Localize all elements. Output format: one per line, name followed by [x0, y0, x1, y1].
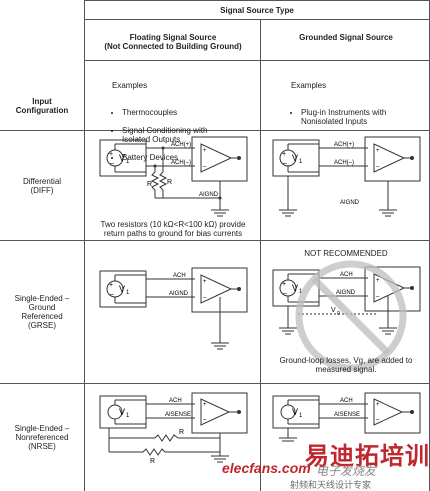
ach-minus-label: ACH(–)	[171, 160, 191, 166]
row-label-grse: Single-Ended – Ground Referenced (GRSE)	[14, 294, 70, 330]
opamp-plus: +	[203, 148, 207, 154]
watermark-site: elecfans.com	[222, 460, 311, 476]
v1-subscript: 1	[126, 413, 130, 419]
ach-plus-label: ACH(+)	[171, 142, 191, 148]
floating-example-item: Thermocouples	[122, 108, 207, 117]
watermark-cn-brand: 电子发烧友	[316, 464, 377, 478]
v1-label: V	[119, 407, 125, 417]
ground-loop-note: Ground-loop losses, Vg, are added to mea…	[279, 356, 413, 374]
opamp-minus: –	[376, 294, 380, 300]
resistor-label: R	[167, 179, 172, 186]
opamp-plus: +	[203, 402, 207, 408]
opamp-plus: +	[203, 279, 207, 285]
ach-label: ACH	[169, 398, 182, 404]
grounded-examples-list: Plug-in Instruments with Nonisolated Inp…	[291, 99, 386, 135]
v1-label: V	[292, 283, 298, 293]
vg-subscript: g	[337, 310, 340, 316]
opamp-minus: –	[203, 295, 207, 301]
v1-label: V	[119, 153, 125, 163]
grounded-example-item: Plug-in Instruments with Nonisolated Inp…	[301, 108, 386, 126]
opamp-plus: +	[376, 148, 380, 154]
v1-subscript: 1	[126, 290, 130, 296]
aisense-label: AISENSE	[165, 412, 191, 418]
row-label-diff: Differential (DIFF)	[22, 177, 62, 195]
grse-floating-schematic: V 1 + – ACH AIGND + –	[99, 267, 248, 350]
ach-label: ACH	[173, 273, 186, 279]
plus-sign: +	[282, 151, 286, 158]
signal-source-type-header: Signal Source Type	[220, 6, 294, 15]
v1-subscript: 1	[299, 413, 303, 419]
opamp-minus: –	[203, 164, 207, 170]
ach-minus-label: ACH(–)	[334, 160, 354, 166]
aignd-label: AIGND	[336, 290, 356, 296]
not-recommended-label: NOT RECOMMENDED	[304, 249, 388, 258]
diff-grounded-schematic: V 1 + – ACH(+) ACH(–) + – AIGND	[272, 136, 421, 217]
nrse-floating-schematic: V 1 ACH AISENSE + – R R	[99, 392, 248, 465]
resistor-label: R	[147, 181, 152, 188]
opamp-minus: –	[203, 417, 207, 423]
v1-subscript: 1	[299, 159, 303, 165]
v1-label: V	[292, 407, 298, 417]
opamp-plus: +	[376, 402, 380, 408]
diff-bias-resistor-note: Two resistors (10 kΩ<R<100 kΩ) provide r…	[100, 220, 246, 238]
plus-sign: +	[109, 151, 113, 158]
aignd-label: AIGND	[169, 291, 189, 297]
opamp-minus: –	[376, 417, 380, 423]
v1-label: V	[119, 284, 125, 294]
floating-example-item: Battery Devices	[122, 153, 207, 162]
grounded-examples-heading: Examples	[291, 81, 327, 90]
v1-subscript: 1	[126, 159, 130, 165]
aignd-label: AIGND	[199, 192, 219, 198]
resistor-label: R	[150, 458, 155, 465]
plus-sign: +	[282, 281, 286, 288]
minus-sign: –	[110, 160, 114, 167]
nrse-grounded-schematic: V 1 ACH AISENSE + –	[272, 392, 421, 442]
ach-label: ACH	[340, 272, 353, 278]
diff-floating-schematic: V 1 + – ACH(+) ACH(–) + – R R AIGND	[99, 136, 248, 217]
prohibited-icon	[295, 260, 407, 372]
plus-sign: +	[109, 282, 113, 289]
grounded-examples: Examples Plug-in Instruments with Noniso…	[291, 72, 386, 144]
opamp-plus: +	[376, 278, 380, 284]
v1-label: V	[292, 153, 298, 163]
resistor-label: R	[179, 429, 184, 436]
minus-sign: –	[110, 291, 114, 298]
watermark-cn-big: 易迪拓培训	[305, 442, 430, 470]
aisense-label: AISENSE	[334, 412, 360, 418]
minus-sign: –	[283, 290, 287, 297]
ach-plus-label: ACH(+)	[334, 142, 354, 148]
opamp-minus: –	[376, 164, 380, 170]
watermark-cn-motto: 射频和天线设计专家	[290, 481, 372, 491]
floating-examples-heading: Examples	[112, 81, 148, 90]
minus-sign: –	[283, 160, 287, 167]
aignd-label: AIGND	[340, 200, 360, 206]
ach-label: ACH	[340, 398, 353, 404]
vg-label: V	[331, 307, 336, 314]
row-label-nrse: Single-Ended – Nonreferenced (NRSE)	[14, 424, 70, 451]
input-configuration-header: Input Configuration	[15, 97, 69, 115]
floating-source-header: Floating Signal Source (Not Connected to…	[104, 33, 242, 51]
grounded-source-header: Grounded Signal Source	[299, 33, 393, 42]
